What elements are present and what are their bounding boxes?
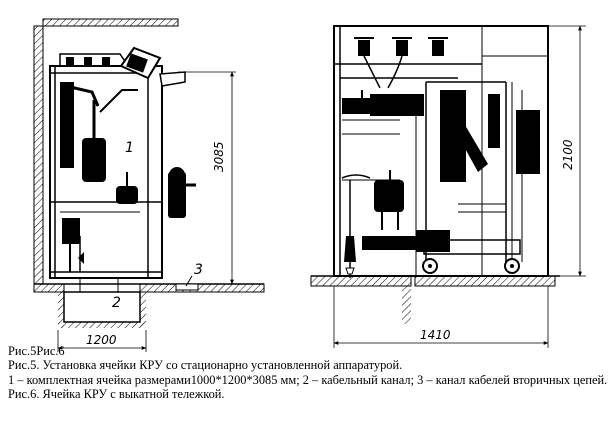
fig5-width-dimension: [57, 330, 147, 352]
fig5-door-drive: [168, 167, 196, 218]
fig5-callout-2: 2: [112, 295, 121, 311]
captions: Рис.5Рис.6 Рис.5. Установка ячейки КРУ с…: [8, 344, 608, 402]
fig5-cabinet: [49, 65, 163, 279]
fig5-caption-legend: 1 – комплектная ячейка размерами1000*120…: [8, 372, 608, 387]
fig5-height-dimension: [178, 71, 236, 285]
fig6-current-transformer: [374, 170, 404, 230]
fig6-height-label: 2100: [561, 139, 575, 170]
fig5-callout-3: 3: [194, 262, 203, 278]
fig6-floor: [310, 275, 560, 324]
fig6-caption-title: Рис.6. Ячейка КРУ с выкатной тележкой.: [8, 387, 225, 402]
figure-refs: Рис.5Рис.6: [8, 344, 65, 358]
fig6-width-label: 1410: [420, 328, 451, 342]
fig6-height-dimension: [548, 25, 586, 277]
figure-5-cell-stationary: 1 2 3 1200 3085: [33, 18, 265, 352]
fig6-busbar-insulators: [354, 37, 448, 89]
fig5-building-structure: [33, 18, 265, 293]
fig5-cable-channel: [58, 278, 199, 328]
fig5-width-label: 1200: [86, 333, 117, 347]
fig5-busbar-compartment: [59, 46, 186, 87]
fig6-width-dimension: [333, 286, 549, 348]
fig6-upper-contacts: [342, 90, 424, 116]
fig6-lower-contacts: [341, 174, 450, 278]
fig5-switchgear-equipment: [60, 82, 138, 272]
fig5-callout-1: 1: [125, 140, 134, 156]
fig5-height-label: 3085: [212, 141, 226, 172]
fig5-caption-title: Рис.5. Установка ячейки КРУ со стационар…: [8, 358, 403, 373]
figure-6-cell-withdrawable: 1410 2100: [310, 25, 586, 348]
